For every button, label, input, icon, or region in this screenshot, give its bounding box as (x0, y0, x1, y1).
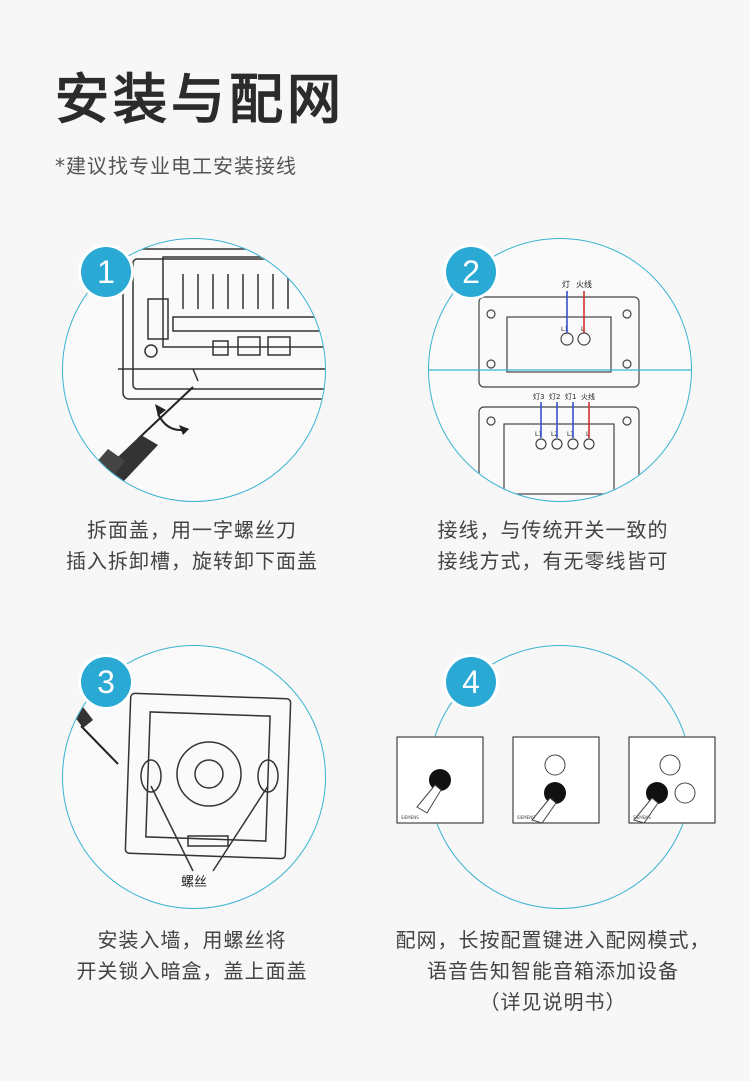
bottom-label-lamp1: 灯1 (565, 392, 576, 401)
step-2-caption: 接线，与传统开关一致的 接线方式，有无零线皆可 (368, 515, 738, 577)
top-label-live: 火线 (576, 279, 592, 289)
step-1-caption: 拆面盖，用一字螺丝刀 插入拆卸槽，旋转卸下面盖 (7, 515, 377, 577)
bottom-terminal-l2: L2 (551, 431, 558, 438)
top-label-lamp: 灯 (562, 279, 570, 289)
step-4-caption-line1: 配网，长按配置键进入配网模式， (395, 928, 711, 952)
top-terminal-l: L (581, 326, 585, 333)
bottom-terminal-l1: L1 (535, 431, 542, 438)
brand-mark-3: SIEMENS (633, 815, 651, 820)
bottom-terminal-l: L (586, 431, 590, 438)
step-2-caption-line2: 接线方式，有无零线皆可 (437, 549, 669, 573)
bottom-terminal-l3: L3 (567, 431, 574, 438)
step-4-caption-line2: 语音告知智能音箱添加设备 (427, 959, 679, 983)
step-2-badge: 2 (446, 247, 496, 297)
step-4-caption-line3: （详见说明书） (479, 990, 627, 1014)
bottom-label-lamp3: 灯3 (533, 392, 544, 401)
bottom-label-lamp2: 灯2 (549, 392, 560, 401)
step-3-caption: 安装入墙，用螺丝将 开关锁入暗盒，盖上面盖 (7, 925, 377, 987)
step-1-caption-line1: 拆面盖，用一字螺丝刀 (87, 518, 297, 542)
bottom-label-live: 火线 (581, 392, 595, 401)
step-4-panels: SIEMENS SIEMENS SIEMENS (395, 735, 725, 825)
top-terminal-l1: L1 (561, 326, 568, 333)
brand-mark-1: SIEMENS (401, 815, 419, 820)
step-2-caption-line1: 接线，与传统开关一致的 (437, 518, 669, 542)
step-4-caption: 配网，长按配置键进入配网模式， 语音告知智能音箱添加设备 （详见说明书） (368, 925, 738, 1018)
screw-label: 螺丝 (181, 875, 207, 890)
page-subtitle: *建议找专业电工安装接线 (55, 154, 297, 178)
step-3-badge: 3 (81, 657, 131, 707)
brand-mark-2: SIEMENS (517, 815, 535, 820)
step-3-caption-line1: 安装入墙，用螺丝将 (97, 928, 287, 952)
step-1-caption-line2: 插入拆卸槽，旋转卸下面盖 (66, 549, 318, 573)
page-title: 安装与配网 (55, 68, 345, 131)
step-4-badge: 4 (446, 657, 496, 707)
step-3-caption-line2: 开关锁入暗盒，盖上面盖 (76, 959, 308, 983)
step-1-badge: 1 (81, 247, 131, 297)
